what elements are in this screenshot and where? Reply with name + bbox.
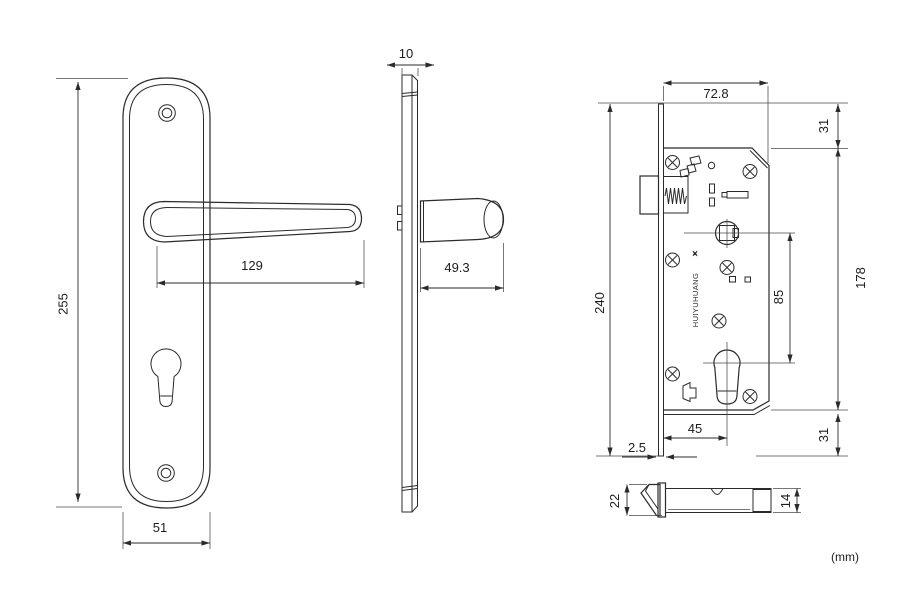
screw: [665, 155, 680, 170]
dim-case-width-label: 72.8: [703, 86, 728, 101]
lock-body-view: HUIYUHUANG 72.8 31 178 31 85 240 45 2.5: [592, 80, 868, 460]
latch-body-notch: [710, 488, 724, 496]
dim-plate-width-label: 51: [153, 520, 167, 535]
internal-bar: [726, 191, 749, 199]
screw: [719, 260, 735, 275]
cylinder-hole: [713, 349, 741, 405]
backplate-inner-outline: [129, 83, 204, 503]
lever-handle: [142, 200, 363, 243]
plate-break-line: [401, 485, 418, 488]
plate-break-line: [401, 91, 418, 94]
dim-faceplate-thickness-label: 2.5: [628, 440, 646, 455]
dim-bolt-height-label: 14: [778, 494, 793, 508]
front-view: 255 129 51: [55, 77, 365, 549]
latch-flange: [657, 482, 667, 518]
dim-handle-projection-label: 49.3: [444, 260, 469, 275]
latch-housing: [663, 176, 689, 214]
screw: [742, 164, 758, 179]
dim-centers-distance-label: 85: [771, 290, 786, 304]
lock-faceplate: [658, 103, 664, 457]
lever-handle-facet-top: [166, 207, 349, 210]
internal-square: [729, 276, 736, 283]
dim-head-height-label: 22: [607, 494, 622, 508]
plate-edge-3d: [411, 74, 418, 513]
latch-end-cap: [752, 489, 772, 512]
case-chamfer-inner: [749, 150, 768, 169]
lever-handle-cap-inner: [149, 207, 167, 237]
top-screw: [158, 104, 176, 122]
unit-label: (mm): [831, 550, 859, 564]
internal-bar-end: [721, 192, 728, 198]
latch-spring: [664, 187, 687, 205]
fixing-tab: [397, 221, 403, 231]
latch-bolt-front: [639, 175, 660, 215]
dim-plate-height-label: 255: [55, 293, 70, 315]
plate-break-line: [401, 488, 418, 491]
bottom-screw-inner: [160, 467, 172, 479]
backplate-outline: [122, 77, 211, 509]
bottom-screw: [157, 464, 175, 482]
plate-break-line: [401, 94, 418, 97]
internal-bracket: [682, 381, 697, 403]
dim-backset-label: 45: [688, 421, 702, 436]
case-bottom-3d: [663, 405, 771, 415]
internal-square: [744, 276, 751, 283]
latch-body: [665, 488, 772, 513]
latch-detail-view: 22 14: [607, 482, 801, 518]
lock-case-outline: [663, 147, 770, 411]
keyhole: [150, 348, 182, 408]
internal-pin: [707, 161, 716, 170]
side-view: 10 49.3: [387, 46, 505, 513]
dim-case-height-label: 178: [853, 267, 868, 289]
top-screw-inner: [161, 107, 173, 119]
latch-head-inner: [644, 484, 659, 510]
plate-edge: [401, 74, 413, 513]
dim-handle-length-label: 129: [241, 258, 263, 273]
screw: [665, 366, 680, 382]
fixing-tab: [397, 205, 403, 215]
internal-part: [686, 163, 697, 174]
handle-grip-end: [483, 200, 504, 239]
lever-handle-facet-bottom: [166, 227, 349, 237]
internal-slot: [709, 183, 715, 194]
internal-slot: [709, 197, 715, 207]
latch-head: [640, 483, 661, 517]
lever-handle-tip-inner: [347, 209, 357, 228]
brand-logo: [692, 250, 698, 257]
handle-side: [419, 197, 505, 243]
case-screws: [665, 155, 758, 404]
dim-bottom-offset-label: 31: [816, 428, 831, 442]
screw: [742, 389, 758, 404]
dim-faceplate-height-label: 240: [592, 292, 607, 314]
screw: [665, 252, 680, 268]
dim-top-offset-label: 31: [816, 119, 831, 133]
brand-text: HUIYUHUANG: [691, 273, 700, 327]
screw: [711, 313, 727, 329]
latch-clip: [679, 167, 690, 178]
internal-part: [689, 155, 702, 166]
dim-plate-thickness-label: 10: [399, 46, 413, 61]
